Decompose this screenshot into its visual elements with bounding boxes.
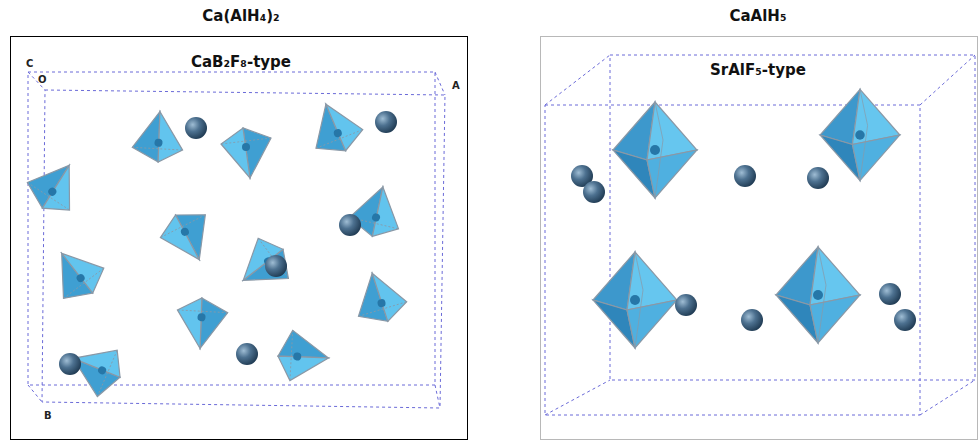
octahedra (571, 89, 916, 348)
structure-type: CaB₂F₈-type (191, 53, 291, 71)
structure-panel: CaAlH₅SrAlF₅-type (540, 36, 978, 440)
unit-cell (545, 55, 975, 415)
axis-label: C (26, 58, 33, 69)
axis-label: O (38, 74, 47, 85)
axis-label: A (452, 80, 460, 91)
structure-type: SrAlF₅-type (710, 61, 806, 79)
axis-label: B (44, 410, 52, 421)
unit-cell (28, 72, 445, 408)
panel-heading: CaAlH₅ (729, 7, 786, 25)
tetrahedra (21, 97, 410, 402)
panel-heading: Ca(AlH₄)₂ (202, 7, 279, 25)
structure-panel: Ca(AlH₄)₂CaB₂F₈-type (10, 36, 468, 440)
